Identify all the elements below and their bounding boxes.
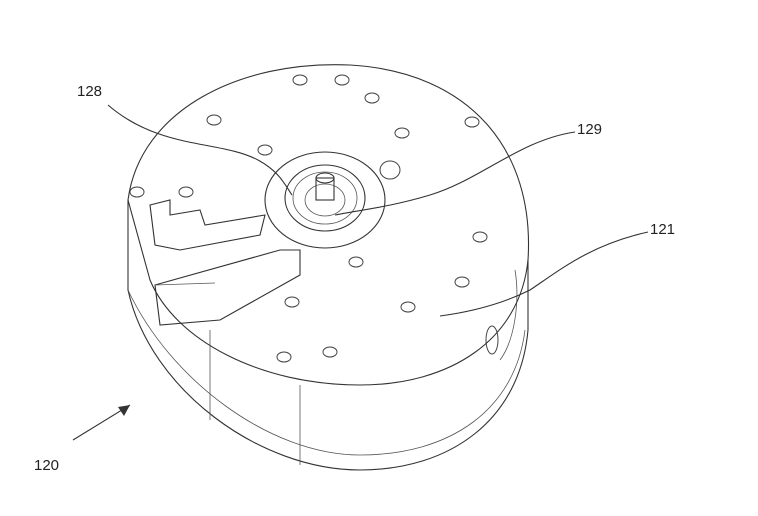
hole — [179, 187, 193, 197]
hole — [365, 93, 379, 103]
hole — [277, 352, 291, 362]
hub-ring-129 — [285, 165, 365, 231]
central-hub — [265, 152, 385, 248]
mount-flange — [150, 200, 265, 250]
hole — [207, 115, 221, 125]
housing-lower-edge — [128, 290, 525, 455]
leader-line-121 — [440, 232, 648, 316]
hole — [258, 145, 272, 155]
top-plate — [128, 65, 529, 385]
leader-line-129 — [335, 132, 575, 215]
large-hole — [380, 161, 400, 179]
label-128: 128 — [77, 83, 102, 100]
arm-edge — [155, 283, 215, 285]
hole — [465, 117, 479, 127]
hole — [130, 187, 144, 197]
side-port — [486, 326, 498, 354]
arrowhead-icon — [118, 405, 130, 416]
hole — [395, 128, 409, 138]
label-120: 120 — [34, 457, 59, 474]
hole — [473, 232, 487, 242]
hole — [349, 257, 363, 267]
mounting-holes — [130, 75, 487, 362]
label-121: 121 — [650, 221, 675, 238]
arm-bracket — [155, 250, 300, 325]
hole — [293, 75, 307, 85]
housing-side-band — [500, 270, 517, 360]
hole — [455, 277, 469, 287]
hole — [285, 297, 299, 307]
actuator-housing — [128, 200, 528, 470]
hole — [323, 347, 337, 357]
hole — [335, 75, 349, 85]
hole — [401, 302, 415, 312]
label-129: 129 — [577, 121, 602, 138]
housing-side-outline — [128, 200, 528, 470]
top-plate-outline — [128, 65, 529, 385]
